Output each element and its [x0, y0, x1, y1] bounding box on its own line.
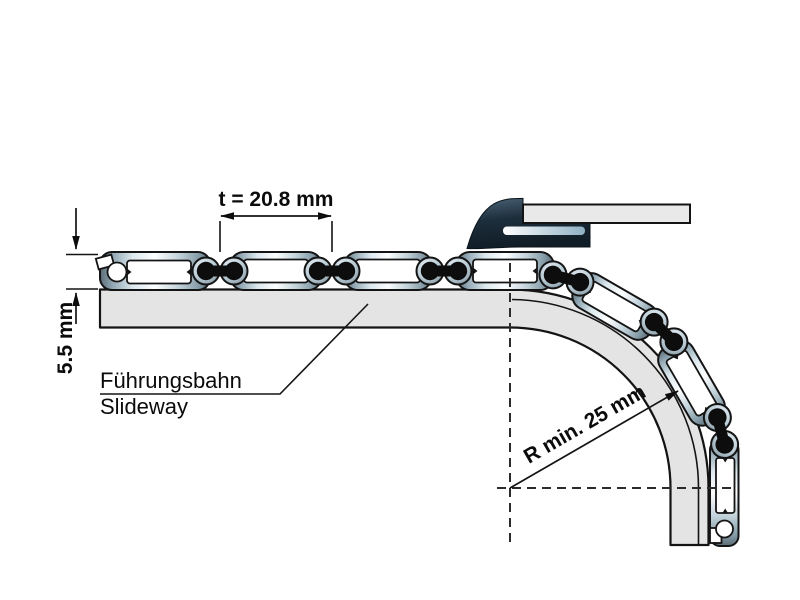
slat-hole [472, 258, 538, 284]
slat-chain [94, 251, 743, 547]
slat-hole [355, 258, 421, 284]
slat-hole [126, 259, 192, 285]
slideway-callout: Führungsbahn Slideway [100, 303, 369, 419]
chain-joint [191, 256, 249, 286]
chain-joint [699, 399, 743, 463]
slideway-groove-line [511, 298, 700, 544]
slideway-label-de: Führungsbahn [100, 368, 242, 393]
hook-opening [106, 261, 128, 283]
chain-joint [303, 256, 361, 286]
pitch-label: t = 20.8 mm [219, 188, 334, 211]
thickness-label: 5.5 mm [54, 302, 77, 374]
slideway-label-en: Slideway [100, 394, 188, 419]
hook-opening [715, 519, 734, 539]
guide-bar [522, 203, 691, 224]
chain-slat-end-bottom [709, 439, 740, 547]
radius-label: R min. 25 mm [520, 380, 650, 468]
slideway-inner-edge [100, 326, 672, 543]
leader-line [100, 303, 369, 395]
slat-hole [243, 258, 309, 284]
retaining-profile-highlight [503, 226, 585, 235]
thickness-dimension: 5.5 mm [54, 208, 98, 374]
pitch-dimension: t = 20.8 mm [219, 188, 334, 252]
retaining-profile [466, 197, 691, 250]
centerlines [497, 263, 737, 545]
radius-arrow [509, 390, 679, 489]
chain-joint [415, 256, 473, 286]
slat-hole [715, 457, 736, 514]
